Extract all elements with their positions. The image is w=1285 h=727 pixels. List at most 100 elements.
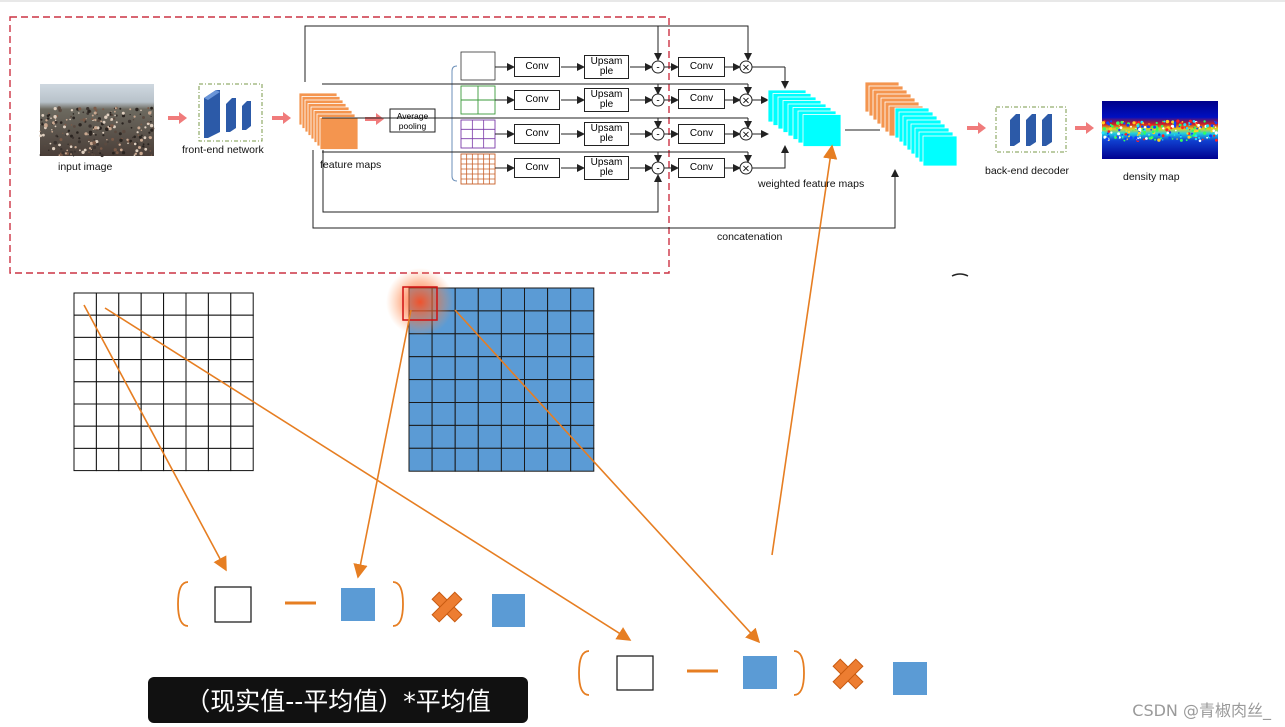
grid-cell <box>140 336 165 361</box>
feature-maps-stack <box>298 92 359 150</box>
grid-cell <box>207 447 232 472</box>
grid-cell <box>118 403 142 427</box>
grid-cell <box>408 379 433 404</box>
grid-cell <box>118 292 142 316</box>
conv-box: Conv <box>514 57 560 77</box>
grid-cell <box>500 287 525 312</box>
upsample-line2: ple <box>599 133 614 144</box>
feature-map-layer <box>802 114 842 147</box>
average-pooling-line2: pooling <box>398 120 427 131</box>
grid-cell <box>163 292 187 316</box>
grid-cell <box>230 381 254 405</box>
grid-cell <box>477 424 502 449</box>
grid-cell <box>570 356 595 381</box>
multiply-icon <box>832 658 864 690</box>
grid-cell <box>431 402 456 426</box>
average-value-grid <box>408 287 595 472</box>
upsample-line2: ple <box>599 66 614 77</box>
minus-symbol: - <box>656 164 659 175</box>
grid-cell <box>547 379 572 404</box>
grid-cell <box>570 333 595 358</box>
grid-cell <box>185 425 209 449</box>
grid-cell <box>500 447 525 472</box>
watermark: CSDN @青椒肉丝_ <box>1132 701 1271 720</box>
minus-operator <box>651 127 665 141</box>
grid-cell <box>140 425 165 449</box>
grid-cell <box>185 381 209 405</box>
upsample-line1: Upsam <box>590 157 623 168</box>
grid-cell <box>95 292 120 316</box>
grid-cell <box>477 379 502 404</box>
times-symbol: × <box>742 130 750 141</box>
multiply-icon <box>431 591 463 623</box>
concatenated-feature-maps-stack <box>864 81 958 167</box>
grid-cell <box>230 447 254 472</box>
scale-patch-6 <box>460 153 496 185</box>
grid-cell <box>185 447 209 472</box>
highlight-frame <box>9 16 670 274</box>
grid-cell <box>431 424 456 449</box>
grid-cell <box>118 359 142 383</box>
grid-cell <box>73 336 97 361</box>
grid-cell <box>163 381 187 405</box>
grid-cell <box>454 447 479 472</box>
real-value-grid <box>73 292 254 472</box>
grid-cell <box>500 333 525 358</box>
grid-cell <box>524 310 549 335</box>
grid-cell <box>73 292 97 316</box>
concatenation-label: concatenation <box>717 231 783 243</box>
grid-cell <box>95 447 120 472</box>
grid-cell <box>454 379 479 404</box>
upsample-line1: Upsam <box>590 56 623 67</box>
conv-box: Conv <box>514 90 560 110</box>
grid-cell <box>73 425 97 449</box>
input-image-label: input image <box>58 161 113 173</box>
times-operator <box>739 93 753 107</box>
grid-cell <box>477 447 502 472</box>
grid-cell <box>185 403 209 427</box>
feature-maps-label: feature maps <box>320 159 382 171</box>
grid-cell <box>408 356 433 381</box>
upsample-line1: Upsam <box>590 89 623 100</box>
grid-cell <box>431 447 456 472</box>
grid-cell <box>477 287 502 312</box>
times-operator <box>739 127 753 141</box>
formula-caption: （现实值--平均值）*平均值 <box>148 677 528 723</box>
grid-cell <box>547 424 572 449</box>
grid-cell <box>185 292 209 316</box>
grid-cell <box>163 425 187 449</box>
grid-cell <box>524 356 549 381</box>
grid-cell <box>185 336 209 361</box>
back-end-decoder-icon <box>995 106 1067 153</box>
grid-cell <box>230 292 254 316</box>
grid-cell <box>73 359 97 383</box>
front-end-network-label: front-end network <box>182 144 264 156</box>
grid-cell <box>500 356 525 381</box>
grid-cell <box>570 287 595 312</box>
pink-arrows <box>168 112 1094 134</box>
grid-cell <box>207 425 232 449</box>
grid-cell <box>95 425 120 449</box>
grid-cell <box>163 314 187 338</box>
average-pooling-box: Average pooling <box>390 109 435 132</box>
highlight-glow <box>386 268 454 336</box>
grid-cell <box>500 424 525 449</box>
operator-circles: -×-×-×-× <box>651 60 753 175</box>
grid-cell <box>547 356 572 381</box>
grid-cell <box>431 379 456 404</box>
grid-cell <box>477 356 502 381</box>
conv-box: Conv <box>678 158 725 178</box>
grid-cell <box>207 292 232 316</box>
grid-cell <box>73 403 97 427</box>
grid-cell <box>431 333 456 358</box>
conv-box: Conv <box>514 158 560 178</box>
highlight-cell <box>402 286 438 321</box>
grid-cell <box>140 403 165 427</box>
upsample-line1: Upsam <box>590 123 623 134</box>
grid-cell <box>230 359 254 383</box>
grid-cell <box>570 379 595 404</box>
